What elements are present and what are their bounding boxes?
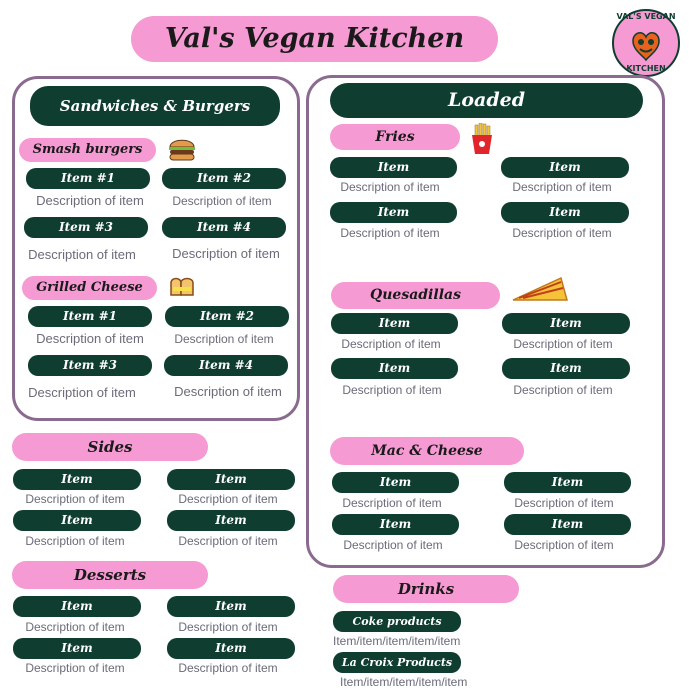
drinks-item-2: La Croix Products [333,652,461,673]
grilled-item-1-desc: Description of item [36,331,144,346]
grilled-item-2-desc: Description of item [174,332,274,346]
mac-item-2: Item [504,472,631,493]
burger-icon [167,135,197,167]
fries-item-1-desc: Description of item [340,180,440,194]
sides-item-3-desc: Description of item [25,534,125,548]
mac-item-3: Item [332,514,459,535]
mac-cheese-label: Mac & Cheese [330,437,524,465]
mac-item-1: Item [332,472,459,493]
quesadillas-item-2: Item [502,313,630,334]
smash-item-2: Item #2 [162,168,286,189]
smash-item-2-desc: Description of item [172,194,272,208]
grilled-cheese-label: Grilled Cheese [22,276,157,300]
logo-text-top: VAL'S VEGAN [616,12,676,21]
fries-item-3: Item [330,202,457,223]
menu-title: Val's Vegan Kitchen [131,16,498,62]
desserts-item-2: Item [167,596,295,617]
grilled-item-4-desc: Description of item [174,384,282,399]
mac-item-4: Item [504,514,631,535]
logo: VAL'S VEGAN KITCHEN [611,8,681,78]
fries-item-3-desc: Description of item [340,226,440,240]
quesadillas-item-2-desc: Description of item [513,337,613,351]
smash-item-4-desc: Description of item [172,246,280,261]
sides-item-4-desc: Description of item [178,534,278,548]
grilled-cheese-icon [167,273,197,305]
sides-item-1-desc: Description of item [25,492,125,506]
desserts-item-4: Item [167,638,295,659]
grilled-item-2: Item #2 [165,306,289,327]
quesadillas-label: Quesadillas [331,282,500,309]
logo-text-bottom: KITCHEN [626,64,666,73]
desserts-label: Desserts [12,561,208,589]
drinks-item-1: Coke products [333,611,461,632]
drinks-label: Drinks [333,575,519,603]
mac-item-1-desc: Description of item [342,496,442,510]
quesadillas-item-3: Item [331,358,458,379]
fries-item-4-desc: Description of item [512,226,612,240]
desserts-item-1: Item [13,596,141,617]
sides-item-3: Item [13,510,141,531]
loaded-header: Loaded [330,83,643,118]
grilled-item-4: Item #4 [164,355,288,376]
grilled-item-3: Item #3 [28,355,152,376]
smash-item-1: Item #1 [26,168,150,189]
sandwiches-header: Sandwiches & Burgers [30,86,280,126]
smash-item-3-desc: Description of item [28,247,136,262]
grilled-item-1: Item #1 [28,306,152,327]
fries-item-1: Item [330,157,457,178]
fries-item-2-desc: Description of item [512,180,612,194]
quesadillas-item-4-desc: Description of item [513,383,613,397]
desserts-item-1-desc: Description of item [25,620,125,634]
sides-item-1: Item [13,469,141,490]
smash-item-3: Item #3 [24,217,148,238]
drinks-item-2-desc: Item/item/item/item/item [340,675,468,689]
quesadillas-item-1-desc: Description of item [341,337,441,351]
quesadillas-item-3-desc: Description of item [342,383,442,397]
smash-item-1-desc: Description of item [36,193,144,208]
logo-badge-icon [612,9,680,77]
sides-item-2: Item [167,469,295,490]
quesadillas-item-1: Item [331,313,458,334]
mac-item-2-desc: Description of item [514,496,614,510]
sandwiches-section [12,76,300,421]
drinks-item-1-desc: Item/item/item/item/item [333,634,461,648]
quesadillas-item-4: Item [502,358,630,379]
smash-burgers-label: Smash burgers [19,138,156,162]
smash-item-4: Item #4 [162,217,286,238]
sides-label: Sides [12,433,208,461]
loaded-section [306,75,665,568]
fries-item-4: Item [501,202,629,223]
desserts-item-2-desc: Description of item [178,620,278,634]
desserts-item-3-desc: Description of item [25,661,125,675]
fries-label: Fries [330,124,460,150]
grilled-item-3-desc: Description of item [28,385,136,400]
quesadilla-icon [511,276,569,308]
sides-item-4: Item [167,510,295,531]
mac-item-4-desc: Description of item [514,538,614,552]
desserts-item-3: Item [13,638,141,659]
fries-icon [469,122,495,159]
sides-item-2-desc: Description of item [178,492,278,506]
fries-item-2: Item [501,157,629,178]
desserts-item-4-desc: Description of item [178,661,278,675]
mac-item-3-desc: Description of item [343,538,443,552]
